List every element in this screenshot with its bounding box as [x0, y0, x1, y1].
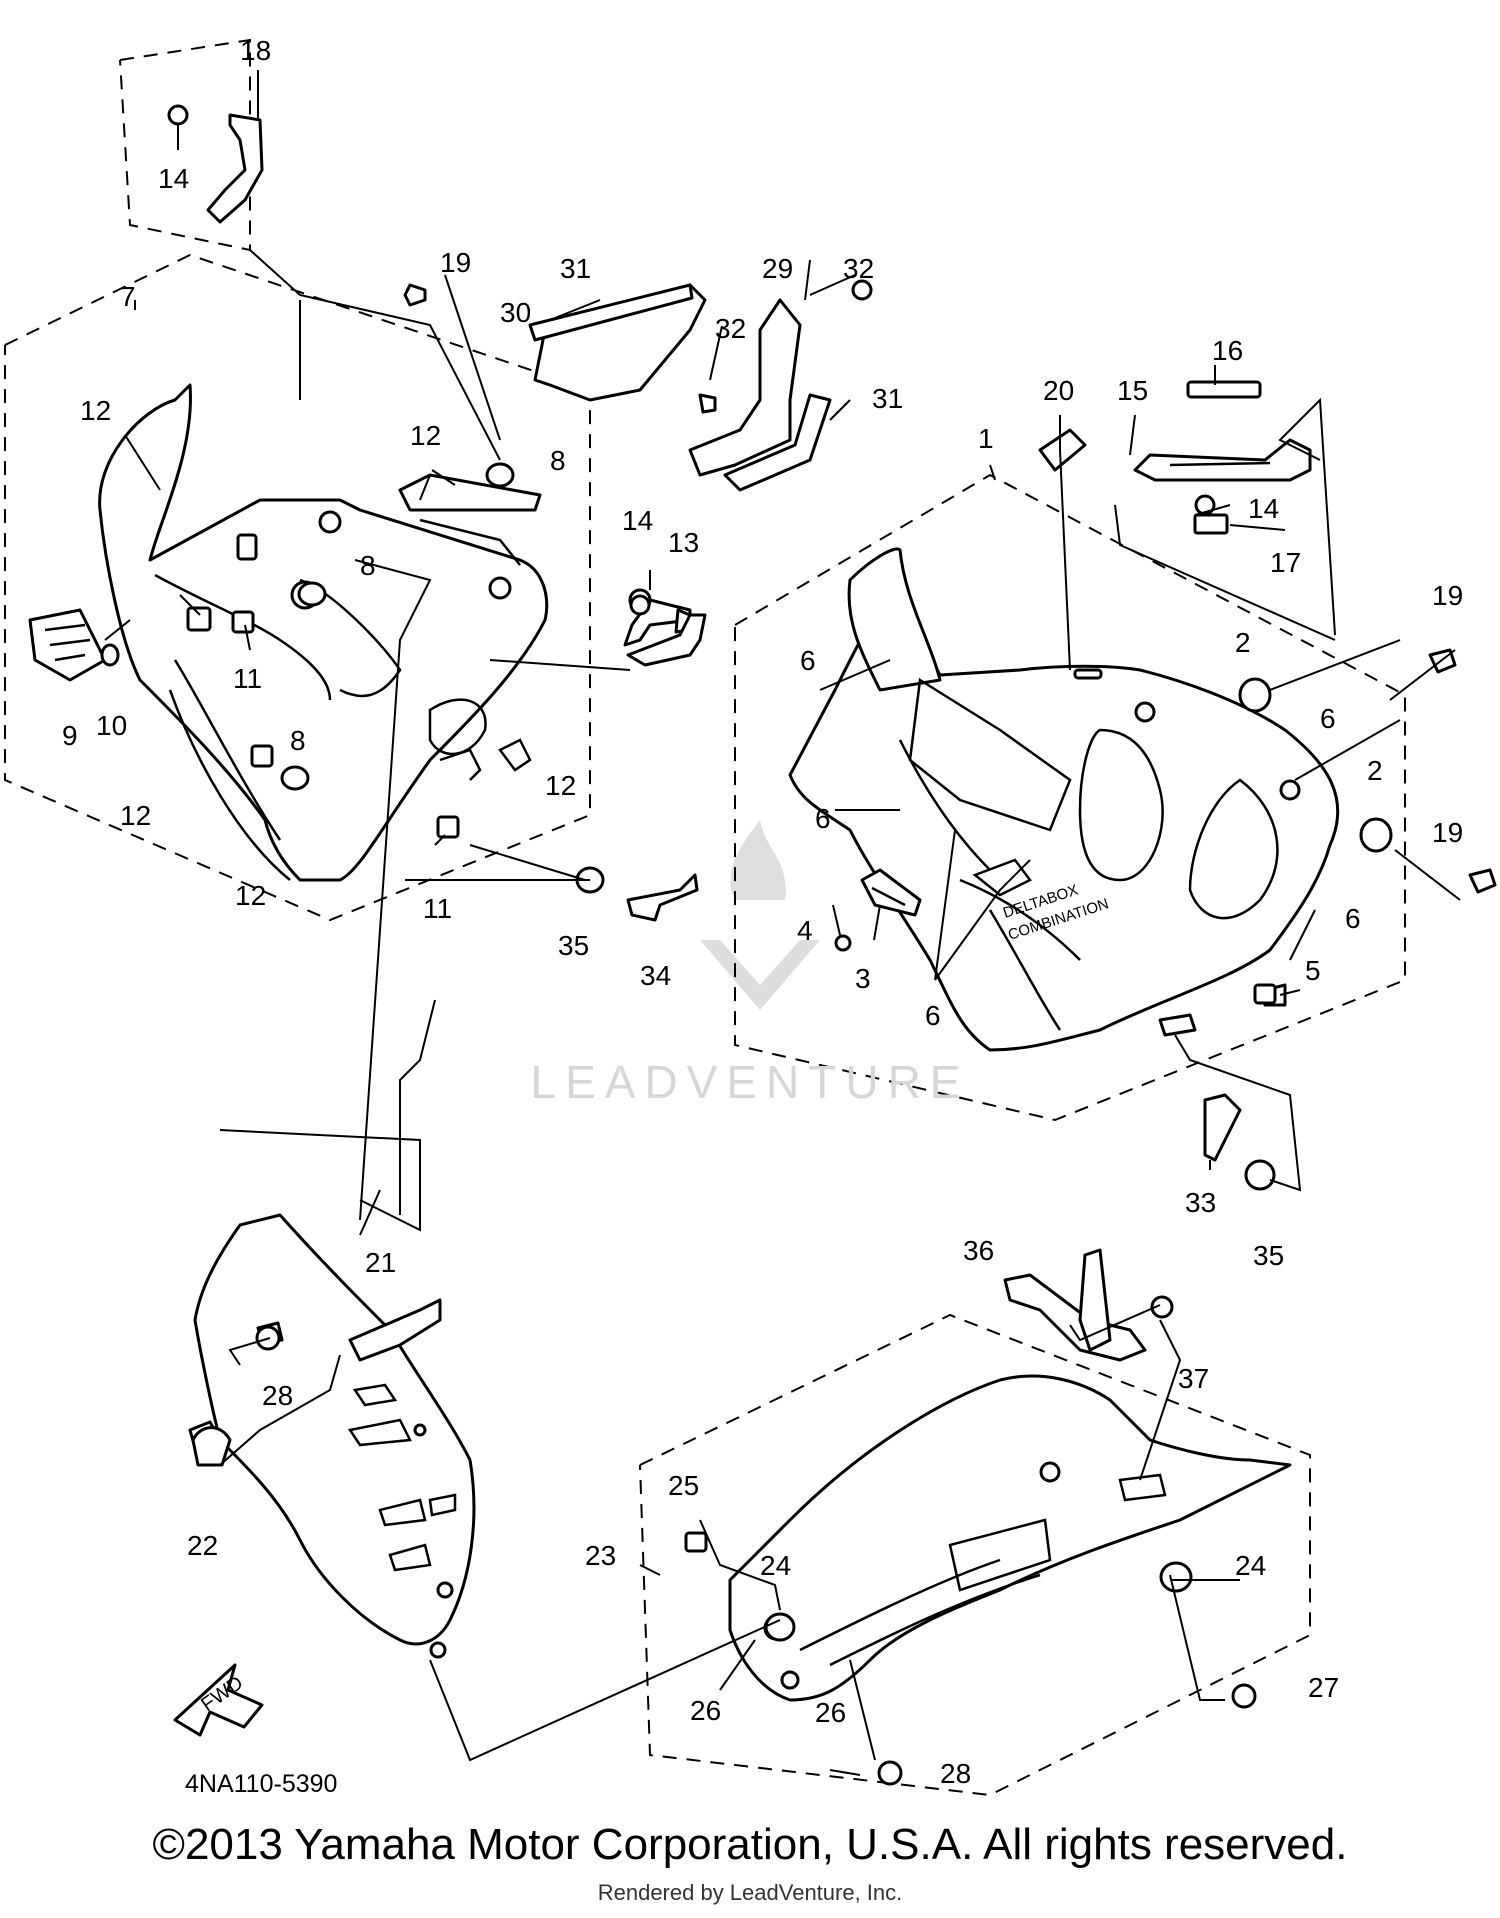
callout-3[interactable]: 3 — [855, 963, 871, 994]
callout-31[interactable]: 31 — [560, 253, 591, 284]
lower-inner-panel — [188, 1213, 476, 1659]
callout-8[interactable]: 8 — [290, 725, 306, 756]
callout-24[interactable]: 24 — [1235, 1550, 1266, 1581]
callout-23[interactable]: 23 — [585, 1540, 616, 1571]
callout-19[interactable]: 19 — [440, 247, 471, 278]
callout-8[interactable]: 8 — [550, 445, 566, 476]
callout-21[interactable]: 21 — [365, 1247, 396, 1278]
under-cowl — [728, 1374, 1292, 1702]
callout-17[interactable]: 17 — [1270, 547, 1301, 578]
rendered-by-notice: Rendered by LeadVenture, Inc. — [597, 1880, 903, 1905]
callout-33[interactable]: 33 — [1185, 1187, 1216, 1218]
callout-10[interactable]: 10 — [96, 710, 127, 741]
callout-12[interactable]: 12 — [545, 770, 576, 801]
callout-35[interactable]: 35 — [558, 930, 589, 961]
callout-27[interactable]: 27 — [1308, 1672, 1339, 1703]
callout-14[interactable]: 14 — [622, 505, 653, 536]
upper-right-brackets — [1038, 380, 1312, 535]
callout-14[interactable]: 14 — [1248, 493, 1279, 524]
callout-30[interactable]: 30 — [500, 297, 531, 328]
callout-12[interactable]: 12 — [410, 420, 441, 451]
callout-19[interactable]: 19 — [1432, 817, 1463, 848]
copyright-notice: ©2013 Yamaha Motor Corporation, U.S.A. A… — [152, 1820, 1348, 1869]
watermark-text: LEADVENTURE — [530, 1056, 970, 1108]
callout-29[interactable]: 29 — [762, 253, 793, 284]
group-box-under-cowl — [639, 1313, 1311, 1797]
group-box-right-fairing — [734, 473, 1406, 1122]
callout-14[interactable]: 14 — [158, 163, 189, 194]
callout-6[interactable]: 6 — [1320, 703, 1336, 734]
right-side-fairing — [788, 547, 1340, 1052]
upper-middle-parts — [528, 279, 873, 492]
callout-7[interactable]: 7 — [120, 281, 136, 312]
left-side-fairing — [98, 383, 549, 882]
watermark-logo — [700, 820, 820, 1010]
callout-26[interactable]: 26 — [815, 1697, 846, 1728]
callout-16[interactable]: 16 — [1212, 335, 1243, 366]
upper-left-hardware — [28, 104, 699, 922]
callout-11[interactable]: 11 — [423, 893, 452, 924]
callout-28[interactable]: 28 — [262, 1380, 293, 1411]
callout-labels: 18 14 7 12 12 12 12 12 19 31 30 29 32 32… — [62, 35, 1463, 1789]
callout-2[interactable]: 2 — [1235, 627, 1251, 658]
callout-1[interactable]: 1 — [978, 423, 994, 454]
callout-9[interactable]: 9 — [62, 720, 78, 751]
callout-6[interactable]: 6 — [925, 1000, 941, 1031]
callout-35[interactable]: 35 — [1253, 1240, 1284, 1271]
forward-arrow[interactable]: FWD — [173, 1663, 264, 1737]
callout-2[interactable]: 2 — [1367, 755, 1383, 786]
callout-4[interactable]: 4 — [797, 915, 813, 946]
callout-36[interactable]: 36 — [963, 1235, 994, 1266]
bracket-13 — [626, 594, 707, 667]
callout-15[interactable]: 15 — [1117, 375, 1148, 406]
callout-28[interactable]: 28 — [940, 1758, 971, 1789]
callout-31[interactable]: 31 — [872, 383, 903, 414]
callout-24[interactable]: 24 — [760, 1550, 791, 1581]
callout-12[interactable]: 12 — [80, 395, 111, 426]
callout-32[interactable]: 32 — [715, 313, 746, 344]
callout-6[interactable]: 6 — [815, 803, 831, 834]
callout-26[interactable]: 26 — [690, 1695, 721, 1726]
callout-6[interactable]: 6 — [1345, 903, 1361, 934]
callout-37[interactable]: 37 — [1178, 1363, 1209, 1394]
callout-25[interactable]: 25 — [668, 1470, 699, 1501]
callout-13[interactable]: 13 — [668, 527, 699, 558]
callout-6[interactable]: 6 — [800, 645, 816, 676]
callout-18[interactable]: 18 — [240, 35, 271, 66]
group-box-bracket-18 — [119, 38, 251, 252]
callout-22[interactable]: 22 — [187, 1530, 218, 1561]
callout-32[interactable]: 32 — [843, 253, 874, 284]
callout-34[interactable]: 34 — [640, 960, 671, 991]
leader-lines — [104, 70, 1461, 1776]
lower-hardware — [191, 1248, 1257, 1786]
group-box-upper-left — [4, 253, 591, 922]
callout-12[interactable]: 12 — [120, 800, 151, 831]
callout-5[interactable]: 5 — [1305, 955, 1321, 986]
callout-19[interactable]: 19 — [1432, 580, 1463, 611]
diagram-code: 4NA110-5390 — [185, 1770, 338, 1798]
callout-8[interactable]: 8 — [360, 550, 376, 581]
callout-20[interactable]: 20 — [1043, 375, 1074, 406]
callout-12[interactable]: 12 — [235, 880, 266, 911]
callout-11[interactable]: 11 — [233, 663, 262, 694]
